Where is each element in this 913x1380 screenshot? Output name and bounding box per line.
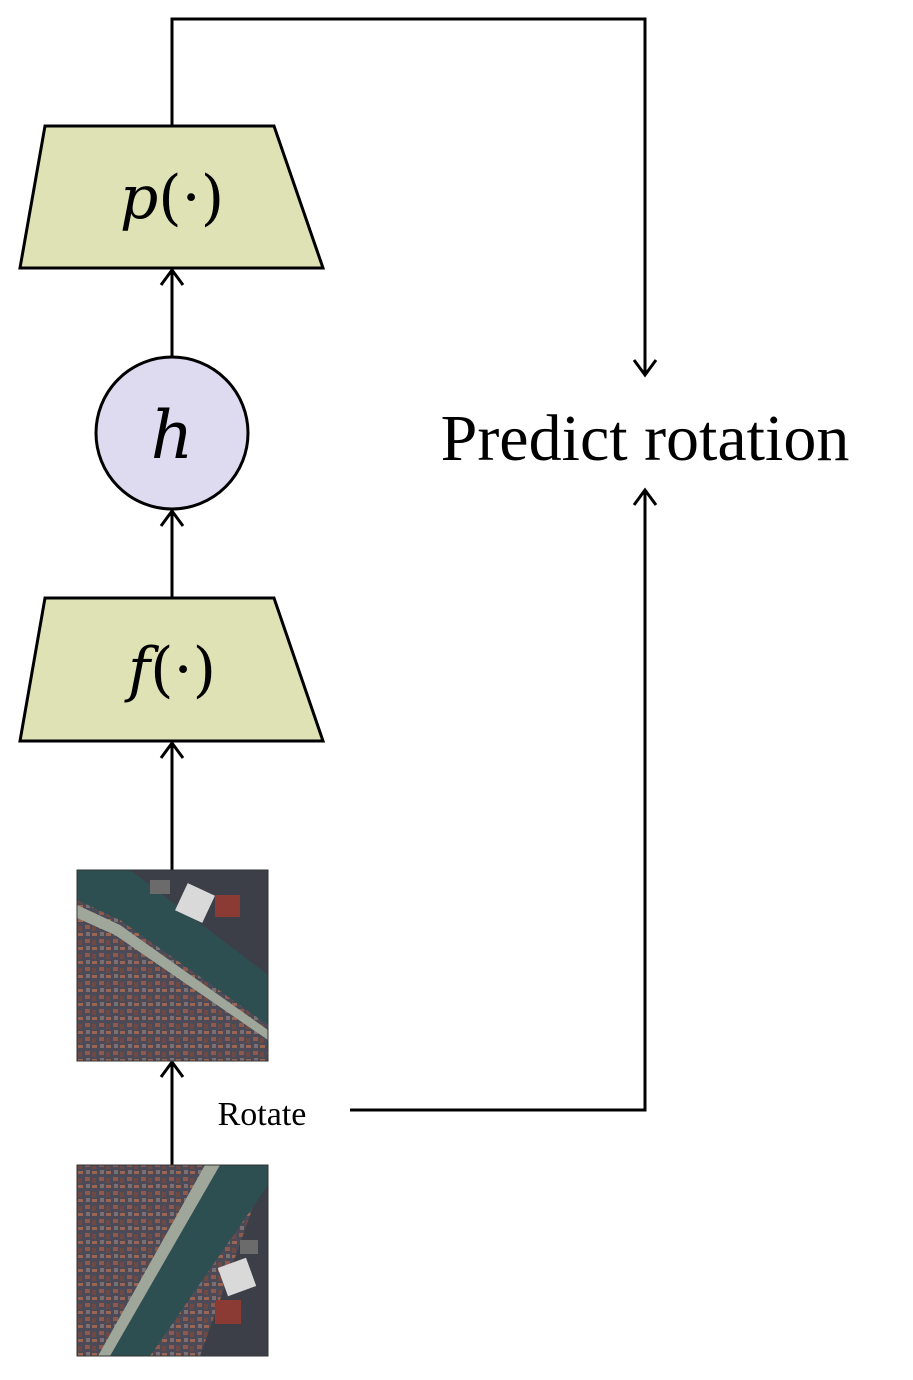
arrowhead-f-to-h	[159, 508, 185, 527]
rotate-label: Rotate	[218, 1096, 307, 1133]
arrowhead-image-to-f	[159, 740, 185, 759]
encoder-trapezoid	[18, 596, 326, 743]
arrowhead-h-to-p	[159, 267, 185, 286]
original-image	[77, 1165, 268, 1356]
encoder-label: f(·)	[124, 635, 216, 705]
loop-connector-top	[170, 17, 647, 375]
representation-circle	[94, 355, 250, 511]
arrowhead-predict-top	[632, 359, 658, 378]
predict-rotation-label: Predict rotation	[441, 402, 850, 475]
rotate-connector	[350, 490, 647, 1112]
rotated-image	[77, 870, 268, 1061]
rotated-image-frame	[76, 869, 269, 1062]
arrowhead-original-to-rotated	[159, 1059, 185, 1078]
arrowhead-predict-bottom	[632, 487, 658, 506]
projector-trapezoid	[18, 124, 326, 270]
original-image-frame	[76, 1164, 269, 1357]
representation-label: h	[151, 397, 194, 474]
projector-label: p(·)	[120, 163, 224, 233]
